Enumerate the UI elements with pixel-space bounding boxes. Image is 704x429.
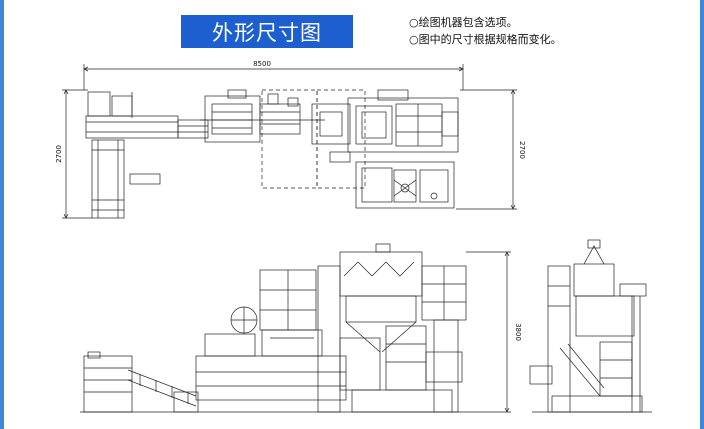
dim-plan-width: 8500	[253, 60, 271, 68]
dim-elevation-height: 3800	[514, 323, 522, 341]
right-border	[700, 0, 704, 429]
dim-plan-depth-right: 2700	[518, 141, 526, 159]
plan-view: 8500 2700 2700	[55, 60, 526, 219]
side-elevation	[529, 239, 652, 413]
note-line-2: ○图中的尺寸根据规格而变化。	[409, 33, 562, 46]
left-border	[0, 0, 4, 429]
front-elevation: 3800	[80, 243, 522, 413]
page-title: 外形尺寸图	[181, 15, 353, 48]
note-line-1: ○绘图机器包含选项。	[409, 16, 518, 29]
dim-plan-depth-left: 2700	[55, 145, 63, 163]
notes-block: ○绘图机器包含选项。 ○图中的尺寸根据规格而变化。	[409, 14, 562, 48]
